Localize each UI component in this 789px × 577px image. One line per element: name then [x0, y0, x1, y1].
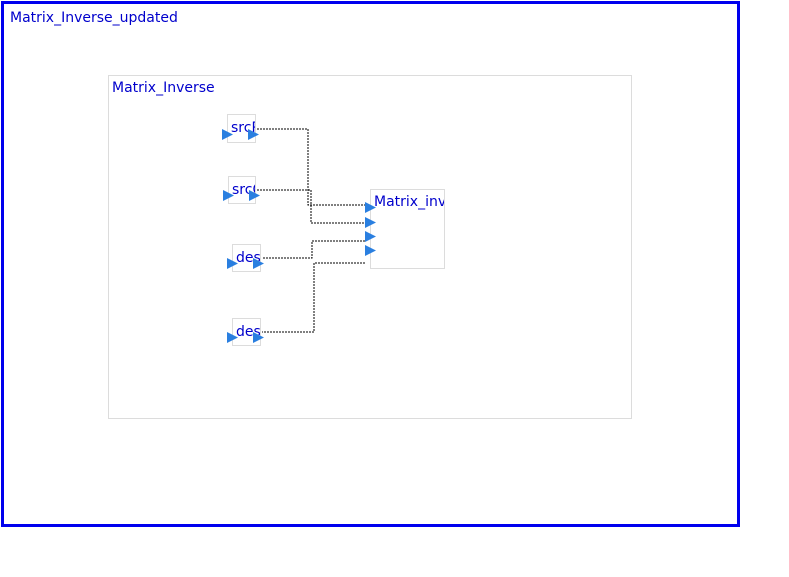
port-arrow-icon[interactable] — [365, 202, 376, 213]
block-matrix-inv[interactable]: Matrix_inv — [370, 189, 445, 269]
port-arrow-icon[interactable] — [248, 129, 259, 140]
inner-frame[interactable]: Matrix_Inverse — [108, 75, 632, 419]
port-arrow-icon[interactable] — [253, 258, 264, 269]
port-arrow-icon[interactable] — [253, 332, 264, 343]
port-arrow-icon[interactable] — [365, 245, 376, 256]
block-srcC[interactable]: srcC — [228, 176, 256, 204]
port-arrow-icon[interactable] — [365, 231, 376, 242]
port-arrow-icon[interactable] — [223, 190, 234, 201]
port-arrow-icon[interactable] — [365, 217, 376, 228]
inner-frame-title: Matrix_Inverse — [112, 80, 215, 96]
outer-frame-title: Matrix_Inverse_updated — [10, 10, 178, 26]
port-arrow-icon[interactable] — [227, 332, 238, 343]
port-arrow-icon[interactable] — [227, 258, 238, 269]
port-arrow-icon[interactable] — [249, 190, 260, 201]
block-matrix-inv-label: Matrix_inv — [374, 194, 445, 210]
port-arrow-icon[interactable] — [222, 129, 233, 140]
